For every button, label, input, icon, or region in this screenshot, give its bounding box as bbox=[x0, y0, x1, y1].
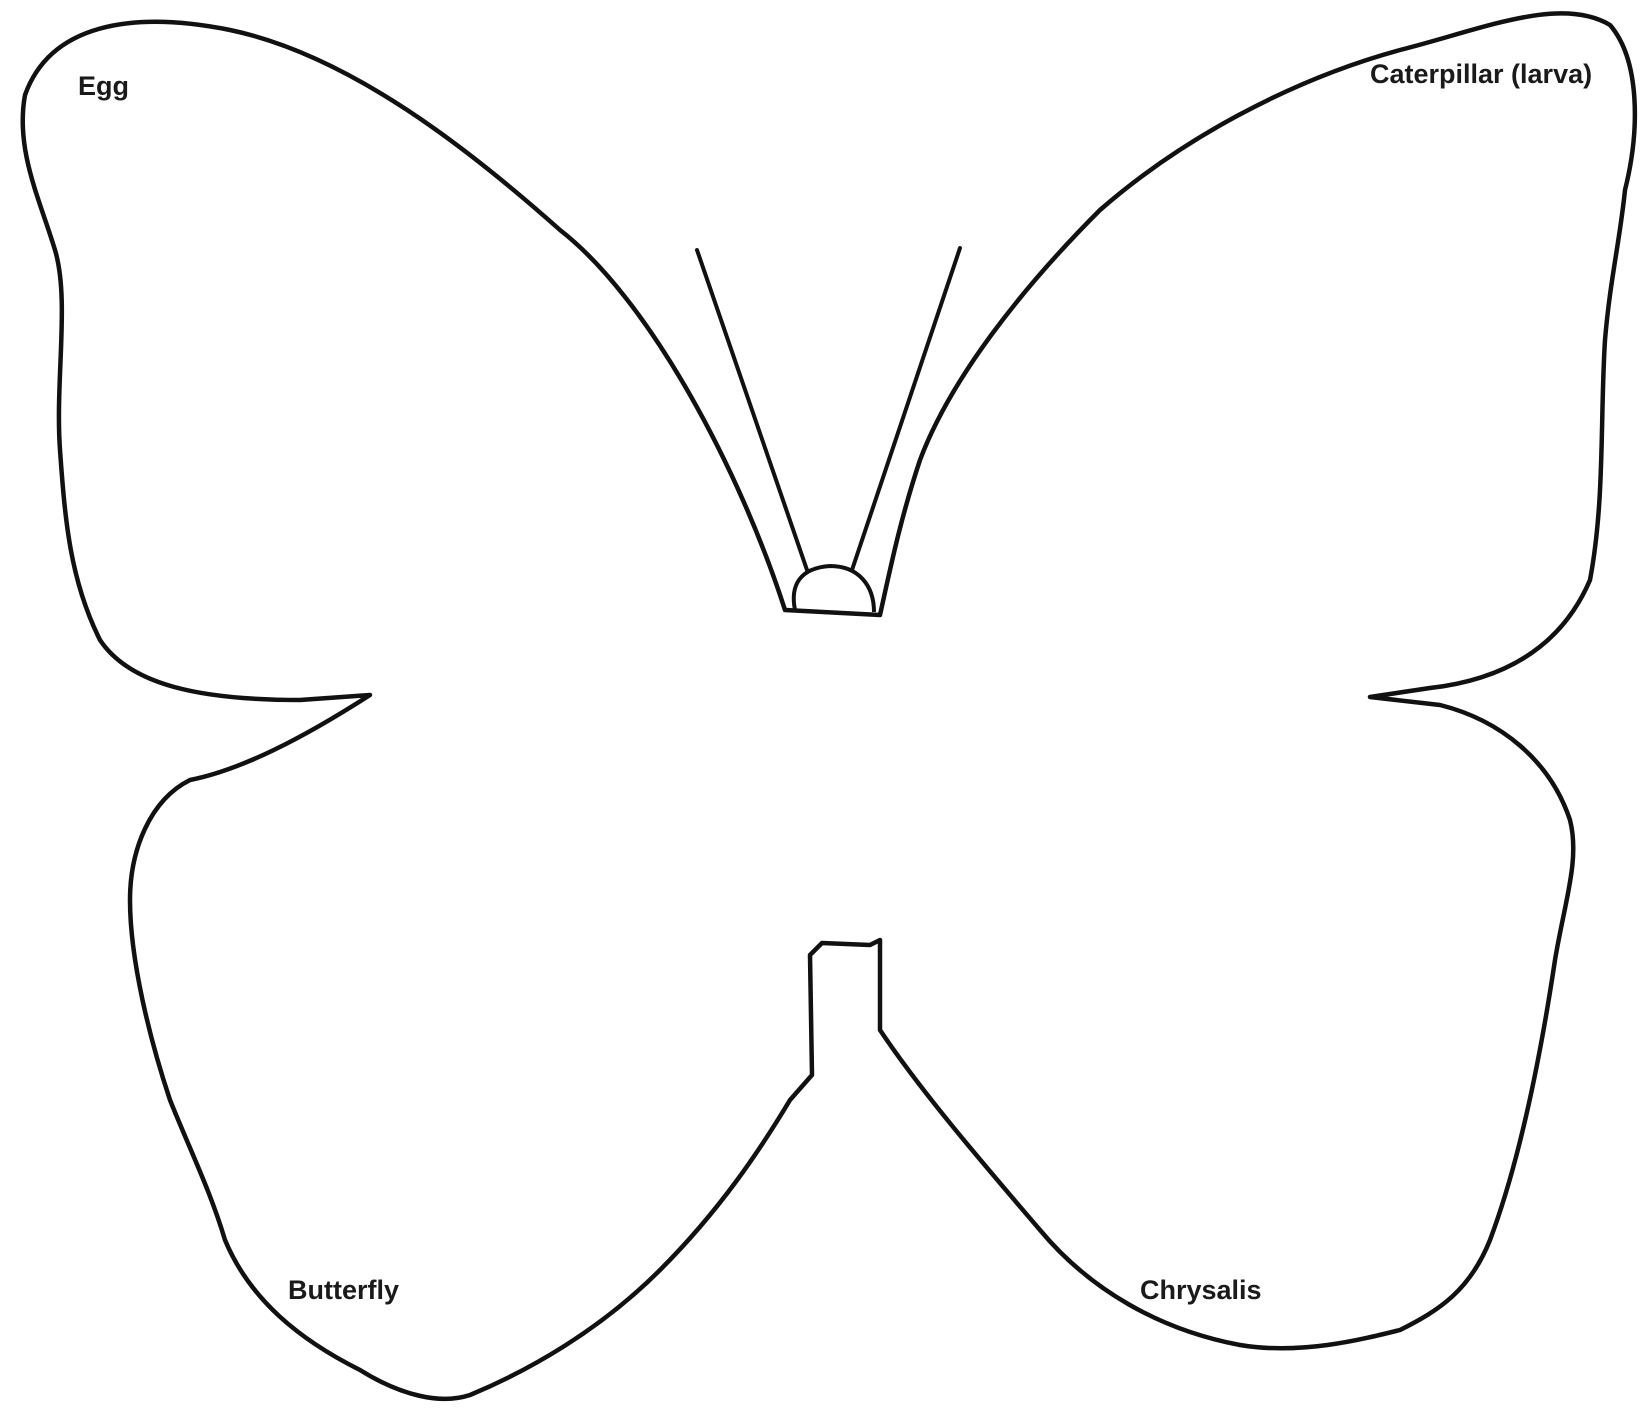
label-butterfly: Butterfly bbox=[288, 1277, 399, 1304]
butterfly-wing-outline bbox=[23, 13, 1635, 1399]
butterfly-head bbox=[794, 566, 874, 612]
label-chrysalis: Chrysalis bbox=[1140, 1277, 1262, 1304]
label-egg: Egg bbox=[78, 73, 129, 100]
label-caterpillar: Caterpillar (larva) bbox=[1370, 61, 1592, 88]
